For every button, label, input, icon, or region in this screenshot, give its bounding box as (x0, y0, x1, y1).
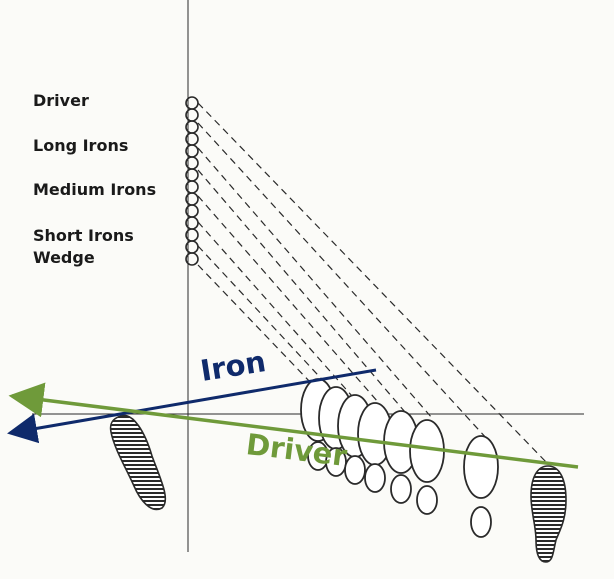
footprint-icon (357, 402, 393, 493)
ball-icon (185, 252, 199, 266)
dashed-guide-line (197, 221, 353, 397)
driver-aim-line (8, 382, 579, 469)
footprint-sequence (300, 378, 499, 538)
ball-column (185, 96, 199, 266)
label-wedge: Wedge (33, 248, 95, 267)
trail-foot-icon (530, 465, 567, 563)
label-short-irons: Short Irons (33, 226, 134, 245)
label-driver: Driver (33, 91, 89, 110)
lead-foot-icon (109, 414, 167, 511)
dashed-guide-line (197, 264, 313, 385)
dashed-guide-line (197, 195, 379, 403)
dashed-guide-line (197, 245, 331, 389)
label-medium-irons: Medium Irons (33, 180, 157, 199)
footprint-icon (409, 419, 445, 515)
footprint-icon (463, 435, 499, 538)
iron-aim-line (7, 368, 377, 444)
label-long-irons: Long Irons (33, 136, 129, 155)
